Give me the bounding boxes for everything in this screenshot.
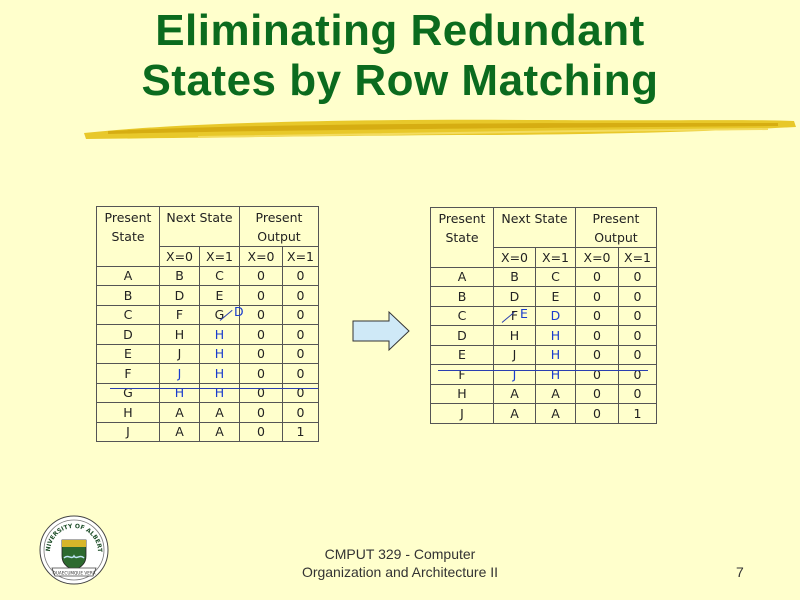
- footer-line-1: CMPUT 329 - Computer: [324, 546, 476, 562]
- title-line-2: States by Row Matching: [141, 56, 659, 105]
- header-x0: X=0: [493, 247, 536, 268]
- replacement-annotation: D: [234, 304, 244, 319]
- header-x1: X=1: [618, 247, 657, 268]
- header-x0: X=0: [239, 246, 283, 267]
- title-line-1: Eliminating Redundant: [155, 6, 645, 55]
- header-x1: X=1: [282, 246, 319, 267]
- title-underline-brush: [84, 119, 796, 139]
- header-x0: X=0: [159, 246, 200, 267]
- strikethrough-row-f: [438, 370, 648, 371]
- university-of-alberta-crest-icon: UNIVERSITY OF ALBERTA QUAECUMQUE VERA: [38, 514, 109, 585]
- header-x1: X=1: [199, 246, 240, 267]
- right-arrow-icon: [352, 310, 410, 352]
- strikethrough-row-g: [110, 388, 318, 389]
- header-next-state: Next State: [493, 207, 576, 248]
- header-x0: X=0: [575, 247, 619, 268]
- slide-title: Eliminating Redundant States by Row Matc…: [0, 6, 800, 106]
- page-number: 7: [736, 564, 744, 580]
- replacement-annotation: E: [520, 306, 528, 321]
- footer-line-2: Organization and Architecture II: [301, 564, 499, 580]
- svg-text:QUAECUMQUE VERA: QUAECUMQUE VERA: [53, 571, 96, 576]
- header-next-state: Next State: [159, 206, 240, 247]
- slide-footer: CMPUT 329 - Computer Organization and Ar…: [250, 545, 550, 581]
- header-x1: X=1: [535, 247, 576, 268]
